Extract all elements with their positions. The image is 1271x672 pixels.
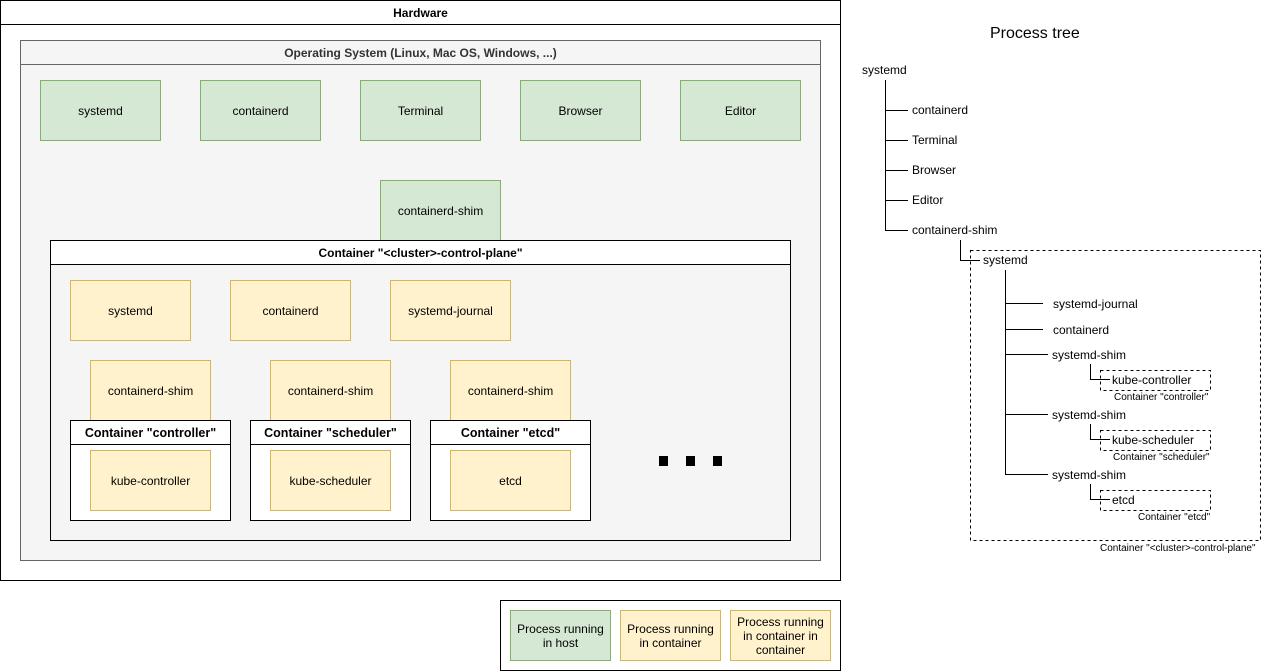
- tree-node-containerd: containerd: [912, 103, 969, 117]
- tree-node-shim-1: systemd-shim: [1052, 348, 1127, 362]
- tree-caption-etcd: Container "etcd": [1138, 512, 1211, 523]
- host-process-browser[interactable]: Browser: [520, 80, 641, 141]
- tree-node-editor: Editor: [912, 193, 944, 207]
- hardware-title: Hardware: [1, 1, 840, 25]
- legend-host: Process running in host: [510, 610, 611, 661]
- tree-caption-control-plane: Container "<cluster>-control-plane": [1100, 543, 1256, 554]
- hardware-frame: Hardware: [0, 0, 841, 581]
- process-tree-title: Process tree: [990, 25, 1080, 42]
- tree-caption-scheduler: Container "scheduler": [1113, 452, 1210, 463]
- container-etcd-title: Container "etcd": [431, 421, 590, 445]
- control-plane-title: Container "<cluster>-control-plane": [51, 241, 790, 265]
- cp-process-systemd[interactable]: systemd: [70, 280, 191, 341]
- host-containerd-shim[interactable]: containerd-shim: [380, 180, 501, 241]
- legend-nested-container: Process running in container in containe…: [730, 610, 831, 661]
- legend-container: Process running in container: [620, 610, 721, 661]
- legend-frame: [500, 600, 841, 671]
- tree-node-systemd-journal: systemd-journal: [1053, 297, 1138, 311]
- ellipsis-dot-3: [713, 456, 722, 466]
- process-etcd[interactable]: etcd: [450, 450, 571, 511]
- host-process-editor[interactable]: Editor: [680, 80, 801, 141]
- os-title: Operating System (Linux, Mac OS, Windows…: [21, 41, 820, 65]
- host-process-containerd[interactable]: containerd: [200, 80, 321, 141]
- process-kube-scheduler[interactable]: kube-scheduler: [270, 450, 391, 511]
- tree-node-terminal: Terminal: [912, 133, 958, 147]
- cp-shim-scheduler[interactable]: containerd-shim: [270, 360, 391, 421]
- tree-node-cp-containerd: containerd: [1053, 323, 1110, 337]
- tree-node-containerd-shim: containerd-shim: [912, 223, 998, 237]
- tree-node-browser: Browser: [912, 163, 957, 177]
- tree-node-kube-scheduler: kube-scheduler: [1112, 433, 1195, 447]
- ellipsis-dot-2: [686, 456, 695, 466]
- container-controller-title: Container "controller": [71, 421, 230, 445]
- tree-node-shim-3: systemd-shim: [1052, 468, 1127, 482]
- container-scheduler-title: Container "scheduler": [251, 421, 410, 445]
- tree-node-kube-controller: kube-controller: [1112, 373, 1192, 387]
- cp-process-containerd[interactable]: containerd: [230, 280, 351, 341]
- ellipsis-dot-1: [659, 456, 668, 466]
- tree-node-etcd: etcd: [1112, 493, 1135, 507]
- tree-node-shim-2: systemd-shim: [1052, 408, 1127, 422]
- tree-root-systemd: systemd: [862, 63, 907, 77]
- cp-process-systemd-journal[interactable]: systemd-journal: [390, 280, 511, 341]
- tree-container-systemd: systemd: [983, 253, 1028, 267]
- tree-caption-controller: Container "controller": [1114, 392, 1209, 403]
- host-process-systemd[interactable]: systemd: [40, 80, 161, 141]
- host-process-terminal[interactable]: Terminal: [360, 80, 481, 141]
- process-kube-controller[interactable]: kube-controller: [90, 450, 211, 511]
